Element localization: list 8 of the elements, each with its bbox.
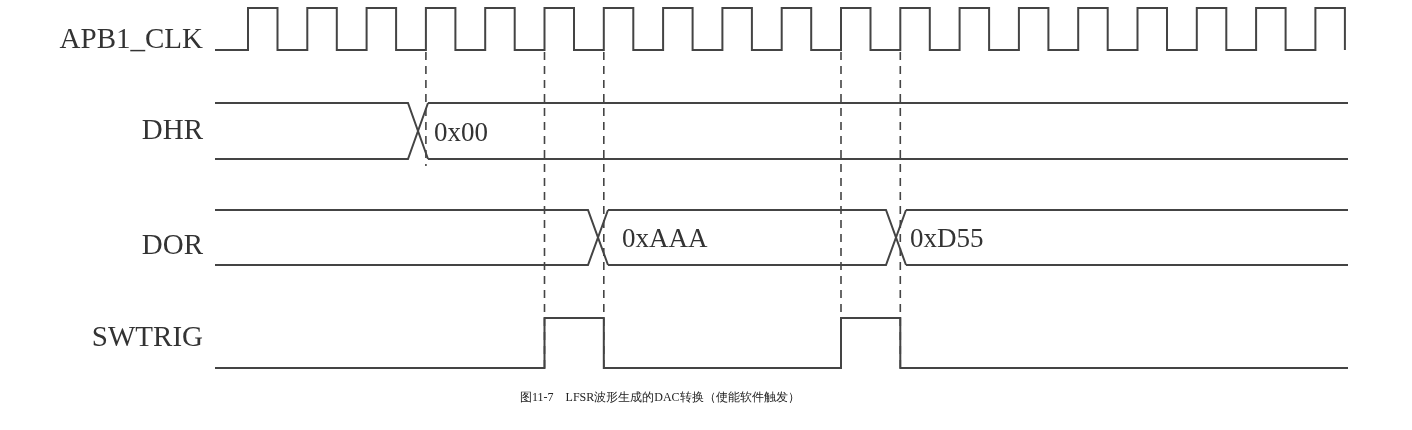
signal-name: DHR	[141, 115, 203, 144]
signal-name: APB1_CLK	[59, 24, 203, 53]
value-label: 0x00	[434, 119, 488, 146]
caption: 图11-7 LFSR波形生成的DAC转换（使能软件触发）	[520, 391, 800, 403]
signal-name: DOR	[141, 230, 203, 259]
value-label: 0xAAA	[622, 225, 708, 252]
value-label: 0xD55	[910, 225, 984, 252]
signal-name: SWTRIG	[91, 322, 203, 351]
